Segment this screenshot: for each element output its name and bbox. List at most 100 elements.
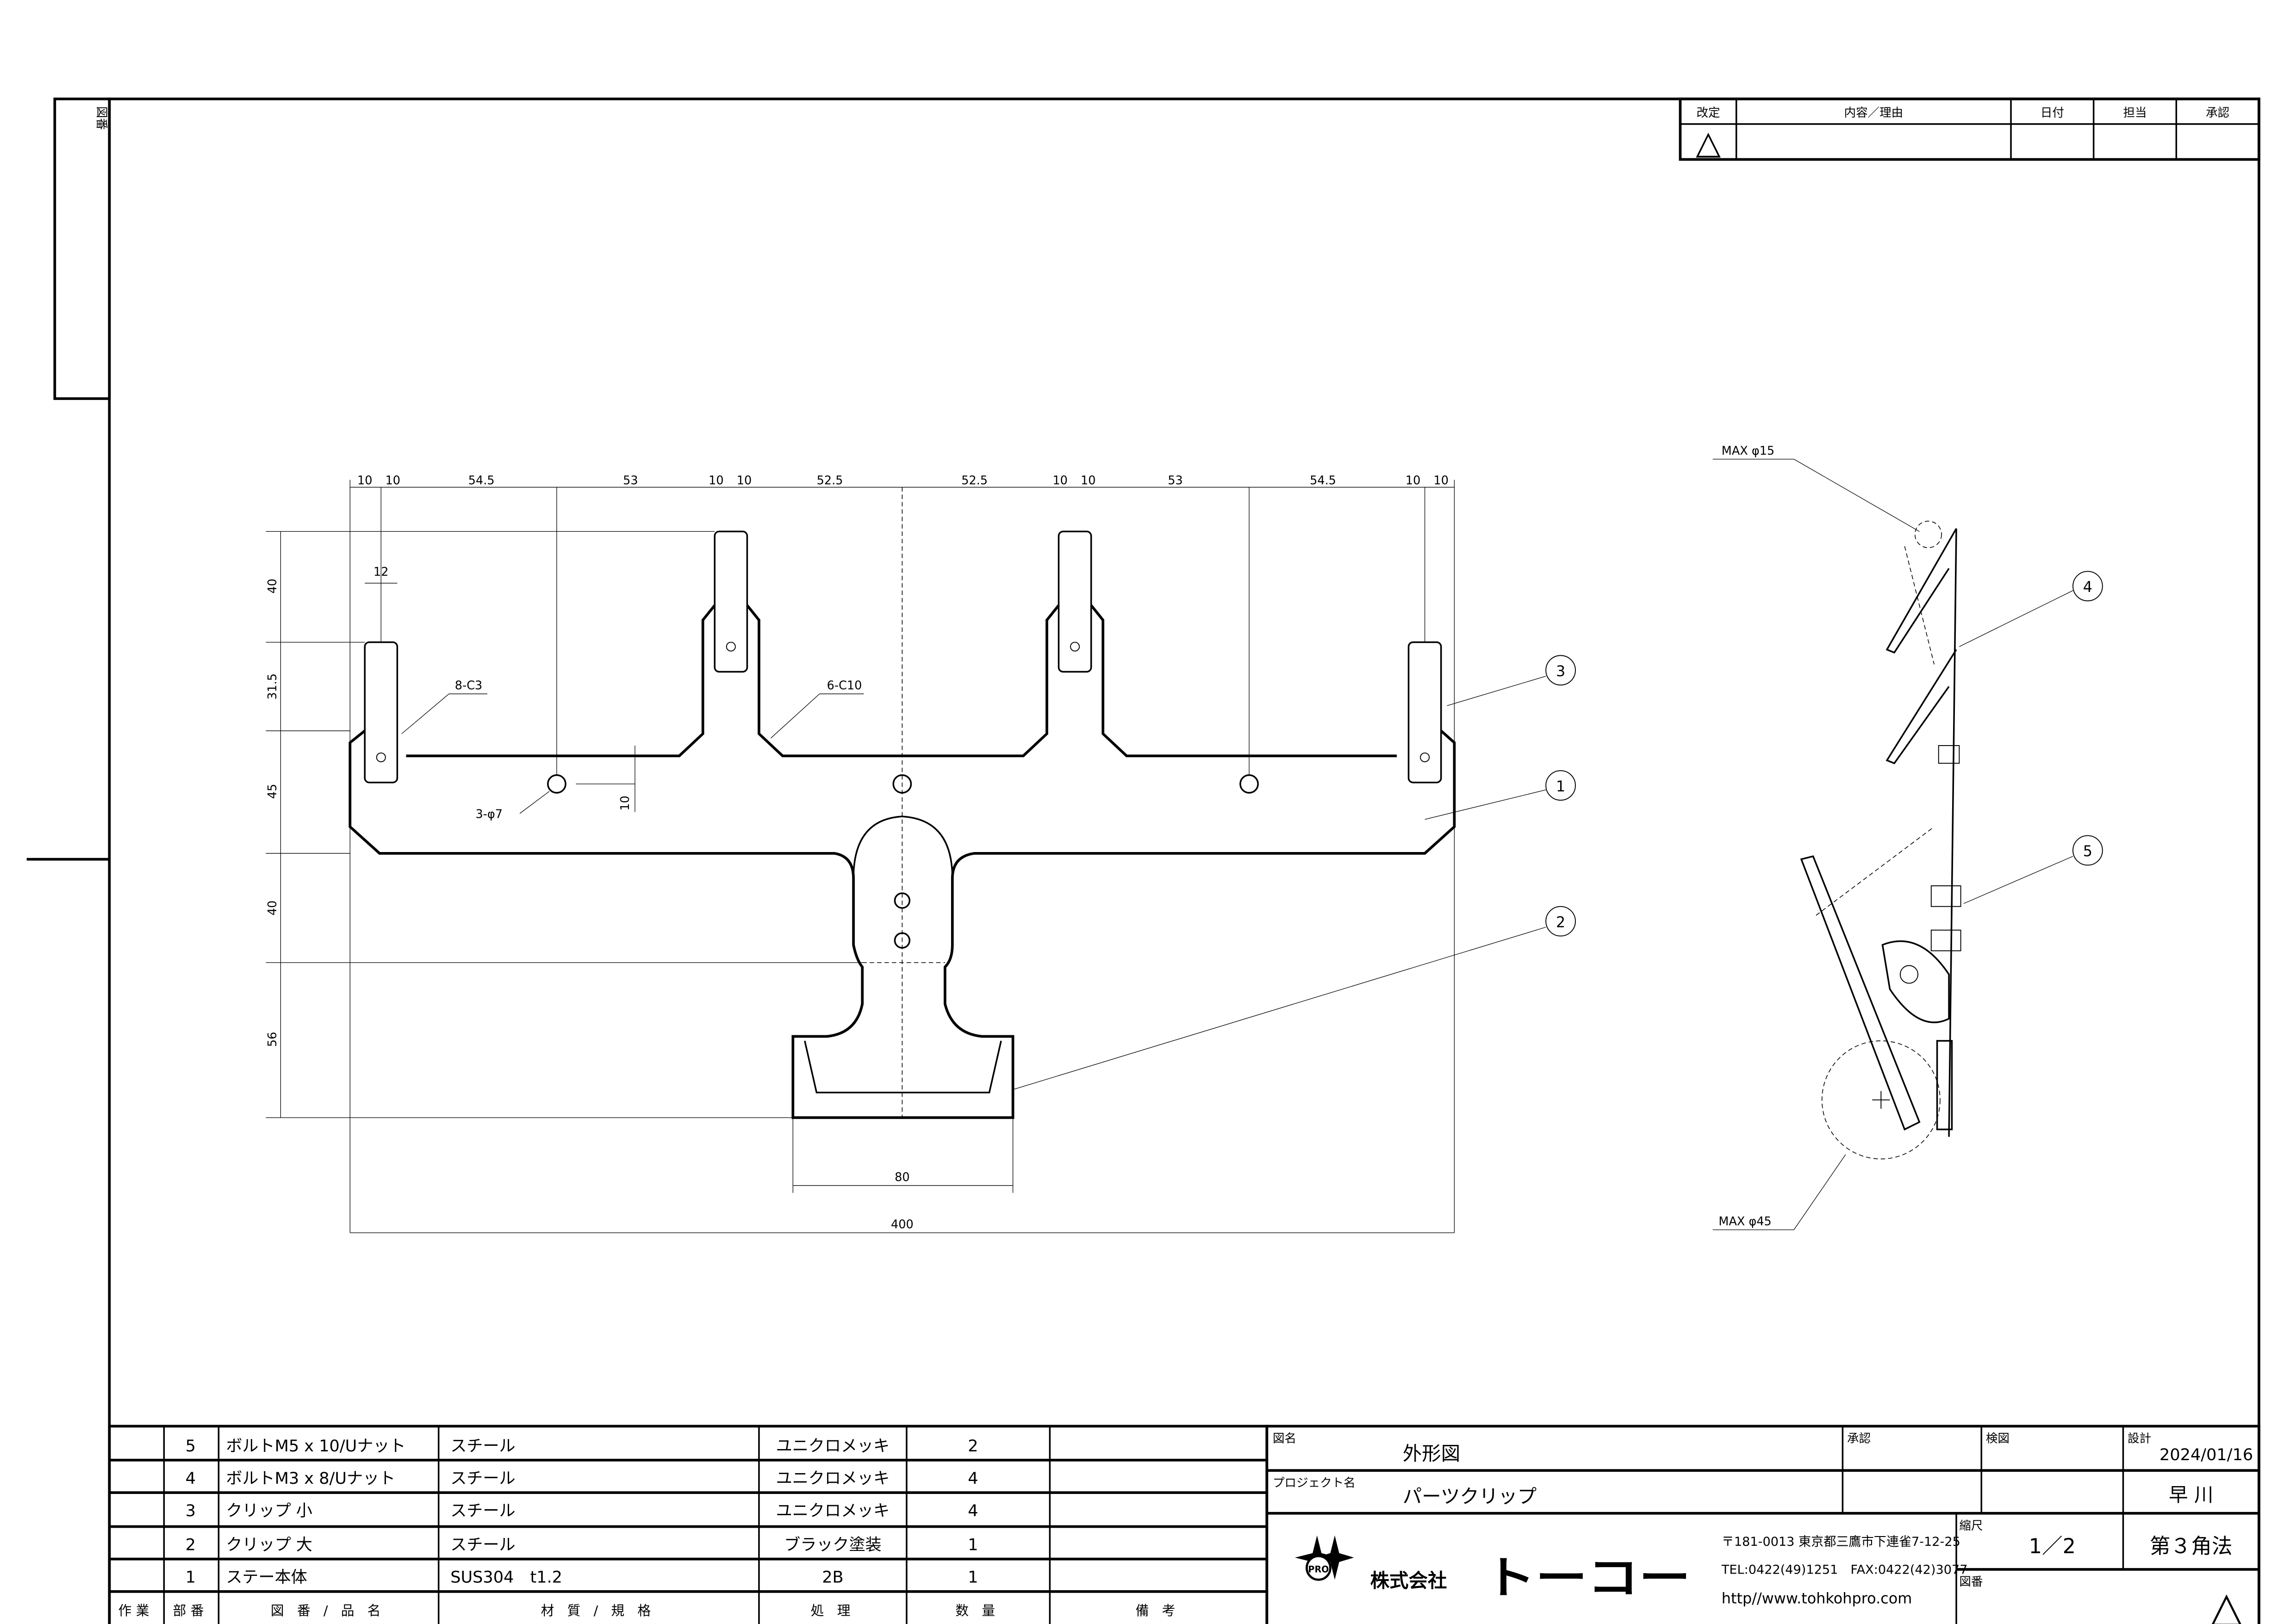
- header-name: 図 番 / 品 名: [271, 1603, 385, 1618]
- part-no: 5: [186, 1437, 196, 1456]
- dim-label: 31.5: [266, 673, 280, 700]
- part-qty: 2: [968, 1437, 978, 1456]
- scale-value: 1／2: [2029, 1534, 2076, 1558]
- part-treatment: ユニクロメッキ: [776, 1469, 890, 1488]
- part-material: スチール: [450, 1501, 515, 1520]
- parts-row: 1 ステー本体 SUS304 t1.2 2B 1: [186, 1568, 978, 1587]
- rev-header-date: 日付: [2041, 106, 2064, 120]
- rev-header-content: 内容／理由: [1844, 106, 1904, 120]
- max-small-label: MAX φ15: [1722, 444, 1774, 458]
- part-name: クリップ 小: [226, 1501, 312, 1520]
- balloon-number: 4: [2083, 578, 2092, 596]
- part-qty: 4: [968, 1469, 978, 1488]
- rev-header-approval: 承認: [2206, 106, 2229, 120]
- balloon: 2: [1545, 906, 1576, 937]
- part-material: スチール: [450, 1536, 515, 1555]
- drawing-no-label: 図番: [1959, 1575, 1983, 1589]
- dim-label: 54.5: [468, 473, 495, 487]
- dim-label-12: 12: [373, 565, 388, 579]
- part-name: ボルトM5 x 10/Uナット: [226, 1437, 405, 1456]
- part-no: 1: [186, 1568, 196, 1587]
- part-qty: 1: [968, 1536, 978, 1555]
- part-no: 3: [186, 1501, 196, 1520]
- drawing-name-label: 図名: [1273, 1432, 1296, 1446]
- company-url: http//www.tohkohpro.com: [1722, 1589, 1912, 1607]
- balloon: 1: [1545, 770, 1576, 801]
- balloon-number: 5: [2083, 842, 2092, 860]
- header-work: 作業: [118, 1603, 154, 1618]
- leader-notes: [401, 693, 864, 814]
- part-name: ステー本体: [226, 1568, 307, 1587]
- design-date: 2024/01/16: [2159, 1445, 2253, 1464]
- company-prefix: 株式会社: [1370, 1569, 1447, 1592]
- design-label: 設計: [2128, 1432, 2151, 1446]
- company-phone: TEL:0422(49)1251 FAX:0422(42)3077: [1721, 1563, 1968, 1577]
- side-view: [1712, 459, 1961, 1230]
- side-margin-label: 図番: [94, 106, 108, 130]
- brand-name: トーコー: [1484, 1552, 1691, 1604]
- dim-label: 45: [266, 784, 280, 799]
- top-dimension-labels: 10 10 54.5 53 10 10 52.5 52.5 10 10 53 5…: [357, 473, 1449, 487]
- logo-text: PRO: [1308, 1564, 1329, 1574]
- project-name: パーツクリップ: [1403, 1485, 1537, 1507]
- max-large-label: MAX φ45: [1718, 1215, 1771, 1229]
- revision-mark: △: [2210, 1583, 2242, 1624]
- part-qty: 4: [968, 1501, 978, 1520]
- rev-header-person: 担当: [2123, 106, 2147, 120]
- dim-label-80: 80: [895, 1170, 909, 1184]
- balloon-leaders: [1013, 590, 2073, 1090]
- part-treatment: ユニクロメッキ: [776, 1437, 890, 1456]
- mounting-holes: [547, 774, 1259, 949]
- dim-label: 56: [266, 1032, 280, 1047]
- balloon: 3: [1545, 655, 1576, 686]
- header-no: 部番: [173, 1603, 209, 1618]
- drawing-name: 外形図: [1403, 1443, 1460, 1465]
- project-label: プロジェクト名: [1273, 1476, 1356, 1490]
- note-chamfer-large: 6-C10: [827, 679, 862, 693]
- header-material: 材 質 / 規 格: [541, 1603, 655, 1618]
- note-chamfer-small: 8-C3: [455, 679, 483, 693]
- dim-label: 10: [1433, 473, 1448, 487]
- dim-label: 10: [737, 473, 752, 487]
- dim-label: 10: [1081, 473, 1095, 487]
- dim-label: 10: [357, 473, 372, 487]
- parts-header: 作業 部番 図 番 / 品 名 材 質 / 規 格 処 理 数 量 備 考: [118, 1603, 1180, 1618]
- dim-label: 10: [1406, 473, 1420, 487]
- part-no: 4: [186, 1469, 196, 1488]
- part-qty: 1: [968, 1568, 978, 1587]
- dim-label: 10: [1052, 473, 1067, 487]
- revision-table: 改定 内容／理由 日付 担当 承認 △: [1679, 97, 2260, 162]
- part-treatment: ユニクロメッキ: [776, 1501, 890, 1520]
- parts-list: [108, 1425, 1269, 1624]
- balloon: 5: [2072, 835, 2103, 866]
- scale-label: 縮尺: [1959, 1519, 1983, 1533]
- designer-name: 早 川: [2169, 1484, 2213, 1506]
- dim-label: 10: [709, 473, 723, 487]
- balloon-number: 1: [1556, 778, 1565, 795]
- part-material: スチール: [450, 1469, 515, 1488]
- dim-label: 40: [266, 901, 280, 915]
- dim-label: 52.5: [817, 473, 843, 487]
- part-material: スチール: [450, 1437, 515, 1456]
- header-note: 備 考: [1136, 1603, 1180, 1618]
- dim-label: 10: [386, 473, 400, 487]
- company-logo: PRO: [1294, 1535, 1354, 1581]
- check-label: 検図: [1986, 1432, 2010, 1446]
- note-holes: 3-φ7: [475, 807, 503, 821]
- parts-row: 3 クリップ 小 スチール ユニクロメッキ 4: [186, 1501, 978, 1520]
- balloon-number: 2: [1556, 913, 1565, 931]
- header-treatment: 処 理: [811, 1603, 855, 1618]
- balloon-number: 3: [1556, 662, 1565, 680]
- dim-label: 53: [623, 473, 638, 487]
- dim-label: 54.5: [1310, 473, 1336, 487]
- dim-label: 40: [266, 579, 280, 593]
- part-no: 2: [186, 1536, 196, 1555]
- small-clip-tabs: [364, 530, 1442, 784]
- parts-row: 4 ボルトM3 x 8/Uナット スチール ユニクロメッキ 4: [186, 1469, 978, 1488]
- sheet-frame: [26, 97, 2260, 1624]
- title-block: [1265, 1425, 2260, 1624]
- dim-label: 53: [1168, 473, 1182, 487]
- approval-label: 承認: [1847, 1432, 1871, 1446]
- part-material: SUS304 t1.2: [450, 1568, 562, 1587]
- left-dimension-labels: 40 31.5 45 40 56: [266, 579, 280, 1047]
